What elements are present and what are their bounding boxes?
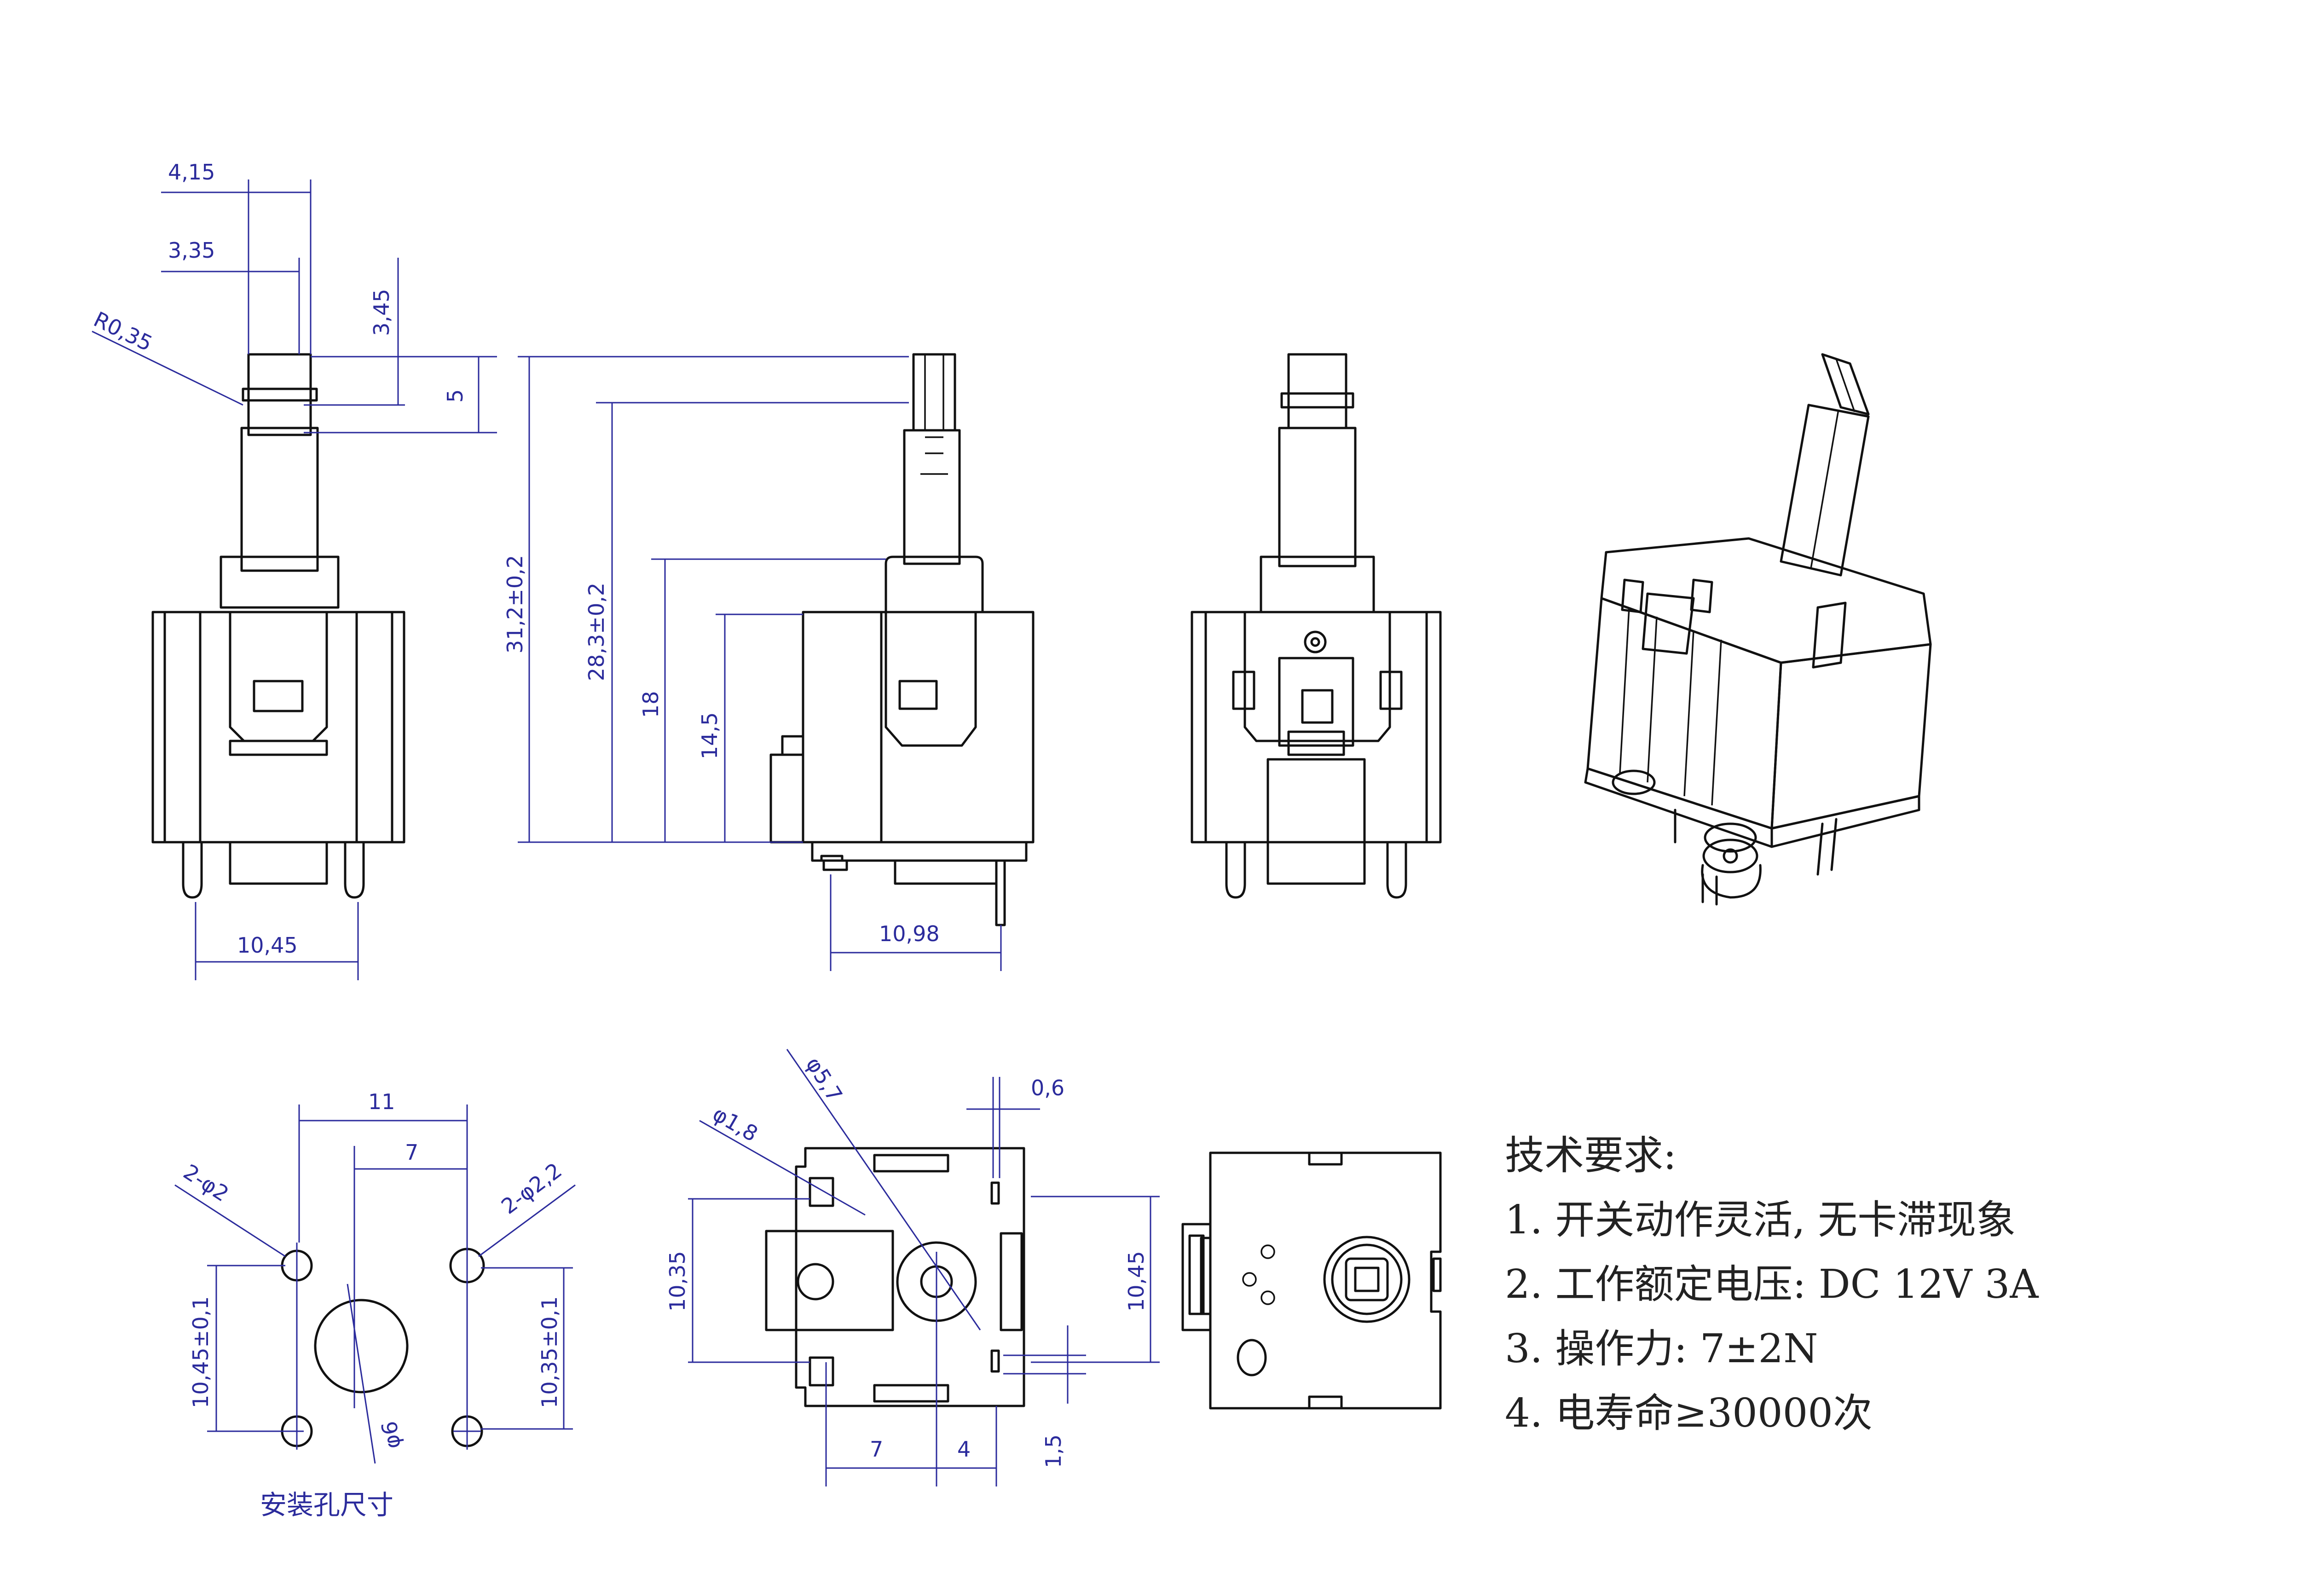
- dim-18: 18: [638, 691, 663, 718]
- dim-1-5: 1,5: [1041, 1434, 1066, 1468]
- dim-10-98: 10,98: [879, 921, 940, 946]
- rear-view: [1191, 353, 1442, 899]
- dim-10-35-tol: 10,35±0,1: [537, 1296, 562, 1408]
- requirement-item-2: 2. 工作额定电压: DC 12V 3A: [1505, 1261, 2039, 1307]
- requirement-item-3: 3. 操作力: 7±2N: [1505, 1326, 1818, 1372]
- requirement-item-1: 1. 开关动作灵活, 无卡滞现象: [1505, 1197, 2016, 1243]
- dim-31-2: 31,2±0,2: [503, 555, 527, 653]
- dim-r0-35: R0,35: [90, 306, 156, 356]
- requirement-item-4: 4. 电寿命≥30000次: [1505, 1390, 1873, 1436]
- dim-11: 11: [368, 1089, 395, 1114]
- dim-10-45-front: 10,45: [237, 933, 298, 958]
- side-view-dimensions: 31,2±0,2 28,3±0,2 18 14,5 10,98: [503, 356, 1002, 971]
- dim-2-phi2-2: 2-φ2,2: [497, 1158, 567, 1219]
- dim-phi1-8: φ1,8: [709, 1101, 763, 1147]
- side-view: [769, 353, 1035, 926]
- dim-28-3: 28,3±0,2: [584, 583, 609, 681]
- dim-2-phi2: 2-φ2: [179, 1159, 233, 1207]
- bottom-view: 10,35 10,45 0,6 φ5,7 φ1,8 7 4 1,5: [665, 1049, 1160, 1486]
- requirements-title: 技术要求:: [1505, 1133, 1677, 1179]
- dim-7-top: 7: [405, 1140, 418, 1165]
- dim-10-45-bottom: 10,45: [1124, 1251, 1149, 1312]
- dim-7-bottom: 7: [870, 1437, 883, 1462]
- mounting-holes-view: 11 7 2-φ2 2-φ2,2 10,45±0,1 10,35±0,1 φ6 …: [174, 1089, 576, 1521]
- technical-requirements: 技术要求: 1. 开关动作灵活, 无卡滞现象 2. 工作额定电压: DC 12V…: [1505, 1133, 2039, 1436]
- top-view: [1181, 1151, 1442, 1410]
- front-view: [151, 353, 405, 899]
- dim-10-35: 10,35: [665, 1251, 690, 1312]
- dim-phi6: φ6: [376, 1419, 405, 1450]
- isometric-view: [1584, 353, 1932, 906]
- dim-3-35: 3,35: [168, 238, 215, 263]
- mounting-label: 安装孔尺寸: [260, 1489, 393, 1521]
- dim-4: 4: [957, 1437, 971, 1462]
- dim-14-5: 14,5: [697, 712, 722, 759]
- dim-4-15: 4,15: [168, 160, 215, 185]
- dim-10-45-tol: 10,45±0,1: [188, 1296, 213, 1408]
- dim-0-6: 0,6: [1031, 1076, 1064, 1100]
- dim-3-45: 3,45: [369, 289, 394, 336]
- dim-5: 5: [443, 389, 468, 403]
